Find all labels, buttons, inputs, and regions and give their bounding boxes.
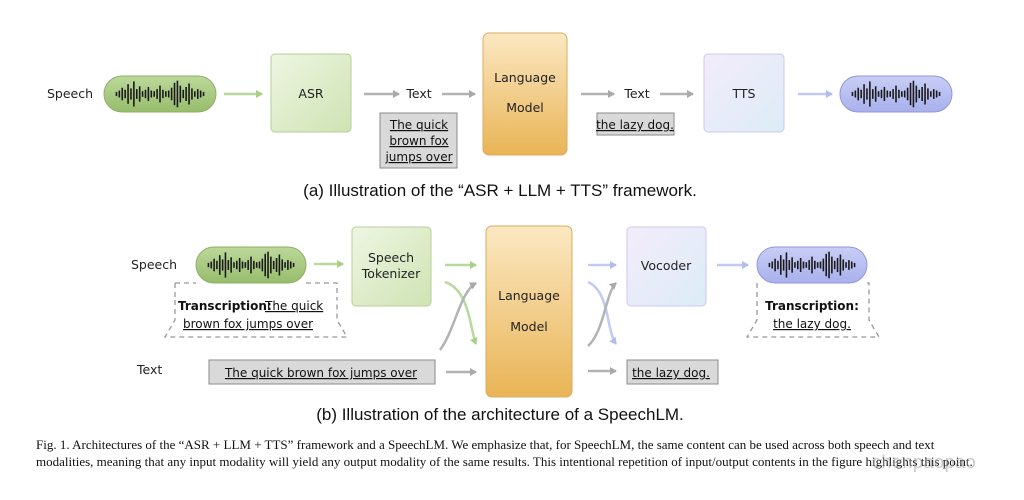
architecture-diagram: Speech ASR Text The quick brown fox jump…	[47, 32, 953, 424]
arrow-text-cross-up	[438, 281, 477, 351]
bottom-output-text-box: the lazy dog.	[626, 359, 719, 385]
transcription-input-title-text: Transcription:	[178, 299, 272, 313]
speech-tokenizer-box: Speech Tokenizer	[351, 226, 432, 307]
caption-a: (a) Illustration of the “ASR + LLM + TTS…	[303, 181, 697, 200]
arrow-tokenizer-cross-down	[444, 280, 478, 345]
tokenizer-label-1: Speech	[368, 250, 414, 265]
figure-caption: Fig. 1. Architectures of the “ASR + LLM …	[36, 437, 973, 469]
caption-b: (b) Illustration of the architecture of …	[316, 405, 684, 424]
watermark: chenpaopao	[872, 452, 977, 472]
tts-label: TTS	[732, 86, 756, 101]
bottom-output-text: the lazy dog.	[632, 366, 710, 380]
bottom-text-label: Text	[136, 362, 162, 377]
vocoder-label: Vocoder	[641, 258, 692, 273]
bottom-speech-label: Speech	[131, 257, 177, 272]
transcription-output-box: Transcription: the lazy dog.	[745, 282, 881, 338]
bottom-lm-label-1: Language	[498, 288, 560, 303]
top-text-label-2: Text	[623, 86, 649, 101]
asr-box: ASR	[270, 53, 352, 133]
top-speech-label: Speech	[47, 86, 93, 101]
transcription-input-box: Transcription: The quick brown fox jumps…	[163, 282, 349, 338]
top-text-label-1: Text	[405, 86, 431, 101]
transcription-output-text: the lazy dog.	[773, 317, 851, 331]
arrow-lm-cross-down	[587, 280, 618, 345]
bottom-language-model-box: Language Model	[485, 225, 573, 398]
transcription-input-title: Transcription:	[178, 299, 272, 313]
top-lm-label-1: Language	[494, 70, 556, 85]
transcription-output-title: Transcription:	[765, 299, 859, 313]
top-language-model-box: Language Model	[482, 32, 568, 156]
bottom-lm-label-2: Model	[510, 319, 548, 334]
top-lm-label-2: Model	[506, 100, 544, 115]
top-input-text-line-3: jumps over	[384, 150, 452, 164]
tokenizer-label-2: Tokenizer	[361, 266, 421, 281]
top-input-text-line-2: brown fox	[389, 134, 448, 148]
vocoder-box: Vocoder	[626, 226, 707, 307]
top-speech-input-waveform	[103, 75, 217, 113]
waveform-icon	[207, 251, 295, 279]
bottom-speech-output-waveform	[756, 246, 868, 284]
asr-label: ASR	[298, 86, 323, 101]
waveform-icon	[115, 80, 205, 108]
bottom-speech-input-waveform	[195, 246, 307, 284]
top-input-text-line-1: The quick	[389, 118, 448, 132]
waveform-icon	[768, 251, 856, 279]
transcription-input-text-1: The quick	[264, 299, 323, 313]
top-output-text-box: the lazy dog.	[596, 112, 675, 136]
arrow-lm-cross-up	[587, 282, 617, 347]
waveform-icon	[851, 80, 941, 108]
tts-box: TTS	[703, 53, 785, 133]
transcription-input-text-2: brown fox jumps over	[183, 317, 313, 331]
top-input-text-box: The quick brown fox jumps over	[379, 112, 458, 169]
top-output-text: the lazy dog.	[596, 118, 674, 132]
bottom-input-text-box: The quick brown fox jumps over	[208, 359, 436, 385]
top-speech-output-waveform	[839, 75, 953, 113]
bottom-input-text: The quick brown fox jumps over	[224, 366, 417, 380]
